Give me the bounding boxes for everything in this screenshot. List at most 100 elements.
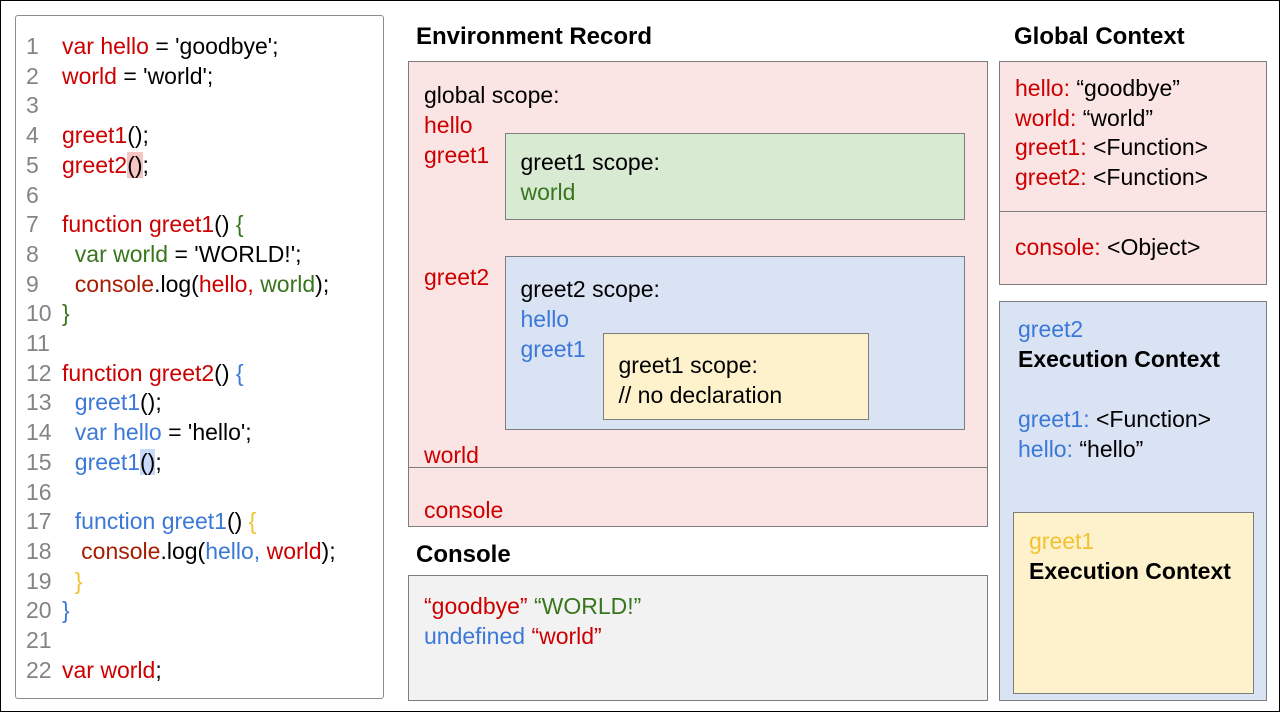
nested-greet1-scope-label: greet1 scope: — [618, 352, 758, 378]
ec-function-name: greet2 — [1018, 316, 1084, 342]
code-line: 20} — [26, 596, 383, 626]
code-line: 14 var hello = 'hello'; — [26, 418, 383, 448]
code-text: console.log(hello, world); — [74, 270, 330, 297]
global-scope-box: global scope: hello greet1 greet1 scope:… — [408, 61, 988, 468]
line-number: 13 — [26, 389, 52, 416]
gc-var-world: world: “world” — [1015, 104, 1154, 131]
gc-var-greet2: greet2: <Function> — [1015, 163, 1209, 190]
code-editor-panel: 1 var hello = 'goodbye'; 2 world = 'world';… — [15, 15, 384, 699]
line-number: 10 — [26, 300, 52, 327]
line-number: 5 — [26, 151, 39, 178]
greet1-execution-context-box: greet1 Execution Context — [1013, 512, 1254, 694]
ec-inner-function-name: greet1 — [1029, 528, 1095, 554]
greet1-scope-label: greet1 scope: — [520, 149, 660, 175]
gc-console-line: console: <Object> — [1015, 233, 1201, 260]
line-number: 6 — [26, 181, 39, 208]
code-line: 15 greet1(); — [26, 448, 383, 478]
line-number: 12 — [26, 359, 52, 386]
console-output-box: “goodbye” “WORLD!” undefined “world” — [408, 575, 988, 701]
line-number: 18 — [26, 537, 52, 564]
code-line: 13 greet1(); — [26, 388, 383, 418]
er-console-label: console — [424, 496, 504, 523]
code-text: greet1(); — [74, 389, 162, 416]
code-line: 3 — [26, 91, 383, 121]
code-line: 10} — [26, 299, 383, 329]
code-line: 4 greet1(); — [26, 121, 383, 151]
code-text: greet2(); — [62, 151, 149, 178]
greet2-scope-label: greet2 scope: — [520, 276, 660, 302]
code-line: 22 var world; — [26, 656, 383, 686]
ec-var-hello: hello: “hello” — [1018, 436, 1144, 462]
global-context-title: Global Context — [1014, 23, 1185, 50]
line-number: 21 — [26, 627, 52, 654]
code-line: 9 console.log(hello, world); — [26, 270, 383, 300]
line-number: 2 — [26, 62, 39, 89]
line-number: 7 — [26, 211, 39, 238]
code-text: } — [62, 597, 70, 624]
greet2-scope-var-hello: hello — [520, 306, 570, 332]
line-number: 4 — [26, 122, 39, 149]
code-text: var hello = 'goodbye'; — [62, 33, 279, 59]
code-line: 11 — [26, 329, 383, 359]
code-text: var world; — [62, 656, 162, 683]
er-var-world: world — [424, 442, 479, 468]
nested-greet1-scope-comment: // no declaration — [618, 382, 783, 408]
code-text: greet1(); — [62, 122, 149, 149]
line-number: 16 — [26, 478, 52, 505]
code-line: 8 var world = 'WORLD!'; — [26, 240, 383, 270]
greet1-scope-box: greet1 scope: world — [504, 133, 965, 220]
code-text: } — [62, 300, 70, 327]
code-text: function greet1() { — [74, 508, 257, 535]
code-line: 21 — [26, 626, 383, 656]
line-number: 1 — [26, 33, 39, 59]
er-var-greet1: greet1 — [424, 142, 490, 168]
line-number: 19 — [26, 567, 52, 594]
line-number: 3 — [26, 92, 39, 119]
greet2-execution-context-panel: greet2 Execution Context greet1: <Functi… — [999, 301, 1267, 701]
code-line: 19 } — [26, 567, 383, 597]
line-number: 9 — [26, 270, 39, 297]
global-scope-label: global scope: — [424, 82, 560, 108]
global-context-console-box: console: <Object> — [999, 210, 1267, 285]
code-line: 18 console.log(hello, world); — [26, 537, 383, 567]
code-text: } — [74, 567, 83, 594]
line-number: 17 — [26, 508, 52, 535]
spacer — [1018, 374, 1248, 404]
er-var-hello: hello — [424, 112, 473, 138]
ec-inner-heading: Execution Context — [1029, 558, 1231, 584]
line-number: 15 — [26, 448, 52, 475]
code-text: var hello = 'hello'; — [74, 419, 252, 446]
code-line: 5 greet2(); — [26, 151, 383, 181]
code-line: 2 world = 'world'; — [26, 62, 383, 92]
console-title: Console — [416, 541, 511, 568]
line-number: 14 — [26, 419, 52, 446]
code-text: greet1(); — [74, 448, 162, 475]
line-number: 8 — [26, 240, 39, 267]
code-text: world = 'world'; — [62, 62, 214, 89]
code-text: var world = 'WORLD!'; — [74, 240, 302, 267]
nested-greet1-scope-box: greet1 scope: // no declaration — [602, 333, 869, 420]
line-number: 22 — [26, 656, 52, 683]
code-line: 1 var hello = 'goodbye'; — [26, 32, 383, 62]
ec-heading: Execution Context — [1018, 346, 1220, 372]
code-line: 17 function greet1() { — [26, 507, 383, 537]
code-line: 7 function greet1() { — [26, 210, 383, 240]
code-line: 6 — [26, 181, 383, 211]
console-output-line-2: undefined “world” — [424, 623, 602, 649]
line-number: 20 — [26, 597, 52, 624]
code-text: function greet1() { — [62, 211, 244, 238]
global-context-vars-box: hello: “goodbye” world: “world” greet1: … — [999, 61, 1267, 212]
code-line: 12 function greet2() { — [26, 359, 383, 389]
greet2-scope-var-greet1: greet1 — [520, 336, 586, 362]
environment-record-title: Environment Record — [416, 23, 653, 50]
er-console-box: console — [408, 466, 988, 527]
gc-var-greet1: greet1: <Function> — [1015, 134, 1209, 160]
ec-var-greet1: greet1: <Function> — [1018, 406, 1212, 432]
code-line: 16 — [26, 478, 383, 508]
greet1-scope-var-world: world — [520, 179, 576, 205]
greet2-scope-box: greet2 scope: hello greet1 greet1 scope:… — [504, 256, 965, 430]
console-output-line-1: “goodbye” “WORLD!” — [424, 593, 642, 619]
gc-var-hello: hello: “goodbye” — [1015, 75, 1180, 101]
code-text: function greet2() { — [62, 359, 244, 386]
